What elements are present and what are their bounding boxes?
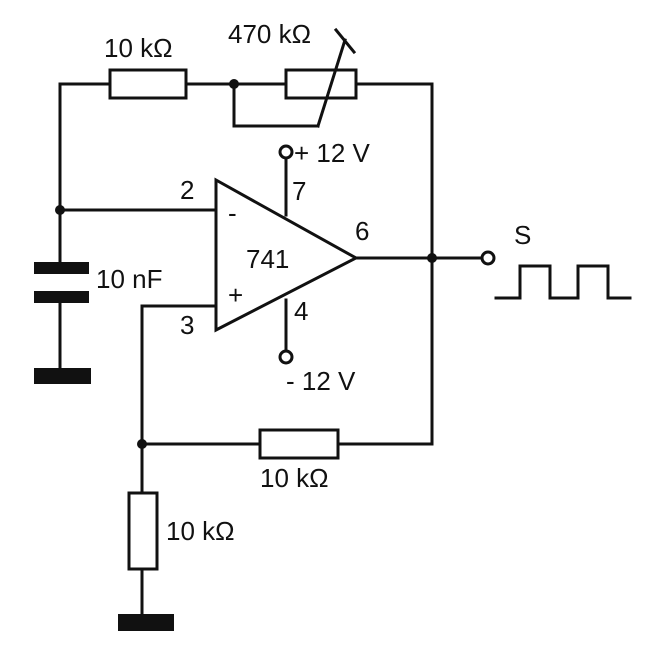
label-capacitor: 10 nF (96, 264, 163, 294)
vminus-terminal (278, 349, 294, 365)
inverting-input-wire (58, 208, 218, 264)
output-terminal (480, 250, 496, 266)
noninverting-input-wire (140, 304, 218, 495)
label-pin-6: 6 (355, 216, 369, 246)
potentiometer-470k (284, 68, 358, 100)
label-vplus: + 12 V (294, 138, 371, 168)
ground-capacitor (34, 368, 91, 384)
potentiometer-arrow (316, 27, 357, 128)
junction-noninverting (137, 439, 147, 449)
label-part-741: 741 (246, 244, 289, 274)
label-pin-3: 3 (180, 310, 194, 340)
positive-feedback-wire (140, 256, 434, 446)
vplus-terminal (278, 144, 294, 160)
label-pin-2: 2 (180, 175, 194, 205)
label-r-pot: 470 kΩ (228, 19, 311, 49)
ground-resistor (118, 614, 174, 631)
junction-top (229, 79, 239, 89)
resistor-top-10k (108, 68, 188, 100)
resistor-feedback-10k (258, 428, 340, 460)
label-r-feedback: 10 kΩ (260, 463, 329, 493)
label-pin-4: 4 (294, 296, 308, 326)
label-r-top: 10 kΩ (104, 33, 173, 63)
capacitor-10nf (34, 262, 89, 370)
label-r-ground: 10 kΩ (166, 516, 235, 546)
label-pin-7: 7 (292, 176, 306, 206)
label-vminus: - 12 V (286, 366, 356, 396)
top-feedback-wire (58, 82, 434, 260)
junction-inverting (55, 205, 65, 215)
label-sign-plus: + (228, 280, 243, 310)
label-output-s: S (514, 220, 531, 250)
resistor-ground-10k (127, 491, 159, 571)
opamp-741-triangle (214, 177, 360, 333)
label-sign-minus: - (228, 198, 237, 228)
square-wave-icon (494, 264, 632, 300)
